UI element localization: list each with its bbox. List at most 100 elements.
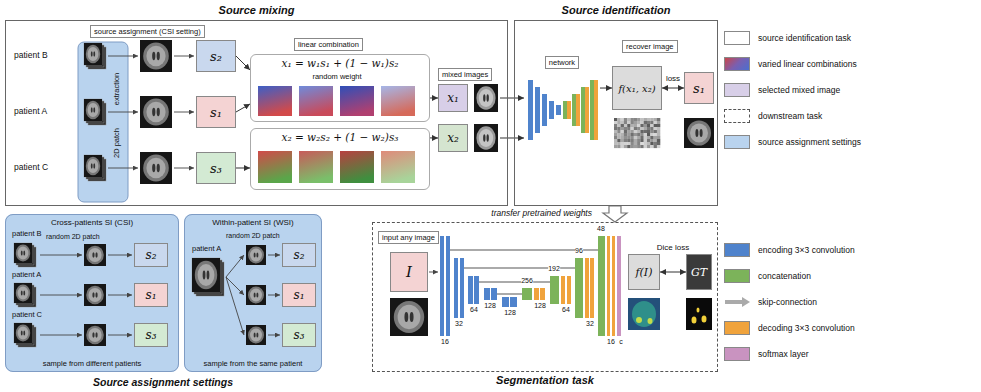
noise-pixel — [627, 118, 630, 121]
noise-pixel — [650, 124, 653, 127]
g-part — [236, 56, 686, 272]
mri-slice — [474, 124, 498, 152]
noise-pixel — [631, 124, 634, 127]
flow-line — [40, 255, 82, 256]
panel-heading: Source identification — [515, 4, 717, 16]
legend-text: source assignment settings — [758, 137, 861, 147]
noise-pixel — [654, 145, 657, 148]
unet-bar — [502, 297, 509, 307]
channel-number: 128 — [484, 302, 496, 310]
noise-pixel — [621, 121, 624, 124]
slice-brain — [88, 248, 101, 262]
tag-label: source assignment (CSI setting) — [90, 25, 205, 38]
noise-pixel — [644, 124, 647, 127]
noise-pixel — [640, 133, 643, 136]
noise-pixel — [621, 145, 624, 148]
noise-pixel — [654, 127, 657, 130]
connector — [600, 88, 612, 89]
flow-line — [108, 295, 132, 296]
flow-line — [108, 255, 132, 256]
slice-ventricle — [254, 332, 256, 337]
slice-head — [86, 286, 104, 304]
volume-slice — [192, 258, 220, 292]
noise-pixel — [627, 130, 630, 133]
legend-swatch — [724, 135, 750, 149]
flow-line — [108, 335, 132, 336]
source-box: s₃ — [134, 323, 168, 347]
channel-number: 48 — [597, 225, 605, 233]
legend-text: softmax layer — [758, 349, 809, 359]
noise-pixel — [624, 136, 627, 139]
noise-pixel — [631, 145, 634, 148]
mri-slice — [390, 298, 428, 336]
slice-brain — [250, 329, 262, 342]
mri-slice — [14, 283, 32, 303]
mri-slice — [684, 118, 714, 148]
slice-ground — [84, 155, 102, 177]
flow-line — [108, 168, 138, 169]
unet-bar — [446, 236, 450, 336]
noise-pixel — [624, 142, 627, 145]
flow-line — [174, 56, 194, 57]
slice-brain — [88, 288, 101, 302]
noise-pixel — [624, 127, 627, 130]
noise-pixel — [627, 142, 630, 145]
mri-slice — [84, 99, 102, 121]
legend-swatch — [724, 57, 750, 71]
slice-ventricle — [152, 52, 155, 60]
slice-ventricle — [254, 292, 256, 297]
noise-pixel — [634, 139, 637, 142]
panel-caption: sample from the same patient — [185, 359, 321, 368]
connector — [236, 104, 250, 112]
slice-ventricle — [256, 252, 258, 257]
noise-pixel — [644, 136, 647, 139]
panel-heading: Cross-patients SI (CSI) — [6, 218, 178, 227]
unet-bar — [468, 276, 473, 304]
slice-ventricle — [152, 108, 155, 116]
noise-pixel — [654, 130, 657, 133]
source-box: s₁ — [134, 283, 168, 307]
slice-ventricle — [256, 332, 258, 337]
mri-slice — [140, 96, 172, 128]
box-text: s₂ — [210, 49, 222, 64]
box-text: input any image — [382, 233, 435, 242]
slice-brain — [398, 305, 421, 329]
weight-square — [381, 86, 415, 116]
concat-bar — [581, 87, 585, 133]
noise-pixel — [634, 142, 637, 145]
connector — [662, 88, 684, 89]
noise-pixel — [624, 145, 627, 148]
slice-ground — [14, 323, 32, 343]
noise-pixel — [621, 142, 624, 145]
noise-pixel — [637, 145, 640, 148]
noise-pixel — [654, 139, 657, 142]
encoder-bar — [528, 80, 533, 140]
slice-ground — [84, 244, 106, 266]
connector — [660, 272, 686, 273]
noise-pixel — [627, 124, 630, 127]
heatmap — [628, 298, 660, 330]
noise-pixel — [654, 133, 657, 136]
slice-head — [394, 301, 424, 333]
slice-ventricle — [256, 292, 258, 297]
slice-head — [16, 285, 30, 302]
volume-slice — [14, 243, 32, 263]
noise-pixel — [654, 142, 657, 145]
slice-head — [86, 157, 100, 175]
noise-pixel — [631, 139, 634, 142]
note-label: random 2D patch — [226, 232, 280, 240]
slice-ventricle — [91, 163, 93, 169]
weight-square — [340, 151, 374, 183]
slice-ventricle — [23, 290, 25, 295]
weight-square — [381, 151, 415, 183]
slice-ventricle — [93, 51, 95, 57]
noise-pixel — [631, 121, 634, 124]
slice-ventricle — [95, 332, 97, 338]
channel-number: c — [619, 338, 623, 346]
tag-label: recover image — [622, 40, 678, 53]
mri-slice — [84, 43, 102, 65]
output-box: f(x₁, x₂) — [612, 66, 662, 110]
noise-pixel — [640, 142, 643, 145]
box-text: s₂ — [294, 248, 305, 262]
noise-pixel — [621, 133, 624, 136]
